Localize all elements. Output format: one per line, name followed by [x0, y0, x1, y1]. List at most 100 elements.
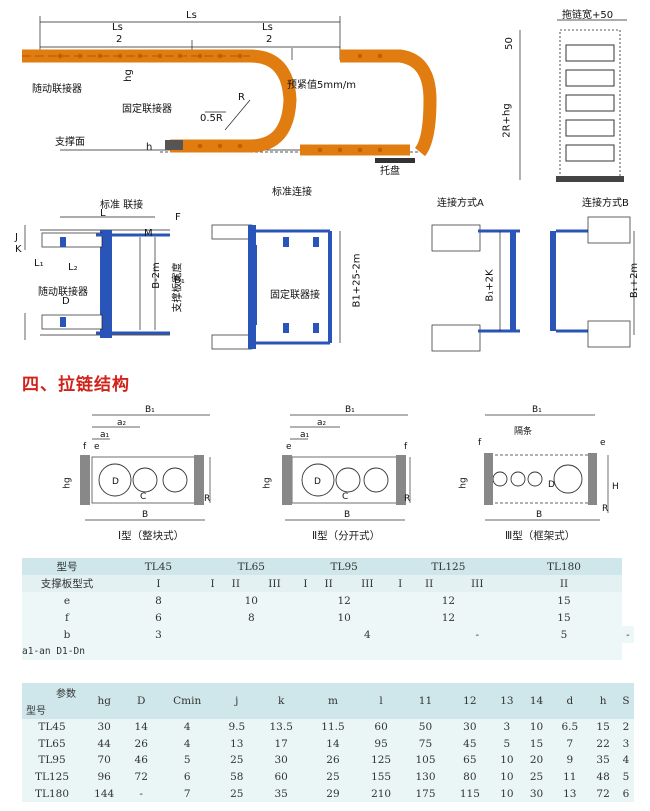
table2-cell: 155: [358, 768, 404, 786]
table1-cell: 12: [390, 609, 507, 626]
ls-half-left-den: 2: [116, 34, 123, 45]
table2-cell: 5: [156, 752, 219, 769]
table2-cell: 35: [588, 752, 618, 769]
table2-cell: 20: [521, 752, 552, 769]
table2-cell: 70: [82, 752, 127, 769]
struct3-partition: 隔条: [514, 427, 533, 437]
table2-header-cell: h: [588, 683, 618, 719]
table2-model-cell: TL45: [22, 719, 82, 736]
table2-cell: 25: [218, 785, 256, 802]
table1-cell: [204, 626, 298, 643]
table2-cell: 26: [307, 752, 359, 769]
table2-header-cell: hg: [82, 683, 127, 719]
table-row: b 3 4 - 5 -: [22, 626, 634, 643]
struct2-caption: Ⅱ型（分开式）: [312, 530, 381, 542]
dim-f-top-label: F: [175, 212, 181, 223]
table1-cell: 8: [204, 609, 298, 626]
table-row: e 8 10 12 12 15: [22, 592, 634, 609]
table2-cell: 45: [447, 735, 493, 753]
table2-cell: 26: [126, 735, 157, 753]
table2-cell: 6.5: [551, 719, 589, 736]
table1-cell: II: [220, 575, 252, 592]
dim-50-label: 50: [503, 37, 515, 50]
table2-cell: 29: [307, 785, 359, 802]
table1-cell: 12: [390, 592, 507, 609]
pretension-label: 预紧值5mm/m: [287, 80, 356, 91]
table2-cell: 30: [521, 785, 552, 802]
top-chain-diagram: [22, 16, 627, 182]
table1-cell: e: [22, 592, 112, 609]
support-plate-table: 型号 TL45 TL65 TL95 TL125 TL180 支撑板型式 I I …: [22, 558, 634, 660]
table2-cell: 4: [156, 735, 219, 753]
structure-diagrams: [80, 414, 609, 521]
table1-cell: I: [112, 575, 205, 592]
struct1-b1: B₁: [145, 405, 155, 415]
dim-d-label: D: [62, 296, 70, 307]
ls-half-right-den: 2: [266, 34, 273, 45]
struct1-caption: Ⅰ型（整块式）: [118, 530, 185, 542]
struct3-h: H: [612, 482, 619, 492]
table2-cell: 65: [447, 752, 493, 769]
tray-label: 托盘: [380, 166, 400, 177]
table2-cell: 25: [307, 768, 359, 786]
table2-cell: 10: [521, 719, 552, 736]
moving-connector-label: 随动联接器: [32, 84, 82, 95]
table2-header-cell: D: [126, 683, 157, 719]
struct1-b: B: [142, 510, 149, 520]
table2-cell: 6: [617, 785, 634, 802]
table1-cell: [390, 626, 449, 643]
section-title: 四、拉链结构: [22, 375, 130, 395]
table2-cell: 72: [126, 768, 157, 786]
struct3-b: B: [536, 510, 543, 520]
table1-cell: 8: [112, 592, 205, 609]
table2-cell: 22: [588, 735, 618, 753]
table1-cell: III: [251, 575, 298, 592]
struct3-caption: Ⅲ型（框架式）: [505, 530, 576, 542]
table2-cell: 5: [617, 768, 634, 786]
dim-l2-label: L₂: [68, 262, 78, 273]
struct1-c: C: [140, 492, 147, 502]
table2-cell: 14: [126, 719, 157, 736]
struct1-d: D: [112, 477, 119, 487]
table2-cell: 13: [551, 785, 589, 802]
table1-cell: f: [22, 609, 112, 626]
table1-cell: -: [621, 626, 634, 643]
table2-cell: 7: [551, 735, 589, 753]
table2-cell: 3: [617, 735, 634, 753]
table1-cell: II: [313, 575, 345, 592]
table2-cell: 144: [82, 785, 127, 802]
table2-cell: 9.5: [218, 719, 256, 736]
table2-cell: 72: [588, 785, 618, 802]
table2-header-cell: m: [307, 683, 359, 719]
struct1-e: e: [94, 442, 100, 452]
table2-model-cell: TL65: [22, 735, 82, 753]
standard-connection-title: 标准连接: [272, 187, 312, 198]
table1-cell: -: [448, 626, 507, 643]
middle-connection-diagrams: [24, 216, 635, 352]
table2-cell: 96: [82, 768, 127, 786]
table1-cell: [297, 626, 345, 643]
struct2-e: e: [286, 442, 292, 452]
support-plate-width-label: 支撑板宽度: [172, 262, 184, 313]
table2-cell: 4: [617, 752, 634, 769]
dim-m-label: M: [144, 228, 153, 239]
table2-header-cell: 12: [447, 683, 493, 719]
table1-header-cell: TL95: [297, 558, 391, 575]
table-row: a1-an D1-Dn: [22, 643, 634, 660]
fixed-connector-label: 固定联接器: [122, 104, 172, 115]
table2-corner-cell: 参数 型号: [22, 683, 82, 719]
table1-header-row: 型号 TL45 TL65 TL95 TL125 TL180: [22, 558, 634, 575]
table1-cell: 5: [506, 626, 622, 643]
table1-header-cell: 型号: [22, 558, 112, 575]
ls-total-label: Ls: [186, 10, 197, 21]
table2-cell: 175: [403, 785, 448, 802]
table2-cell: 2: [617, 719, 634, 736]
table2-cell: 105: [403, 752, 448, 769]
table1-cell: 10: [297, 609, 391, 626]
table2-model-cell: TL95: [22, 752, 82, 769]
half-r-label: 0.5R: [200, 113, 223, 124]
dim-l-label: L: [100, 208, 106, 219]
